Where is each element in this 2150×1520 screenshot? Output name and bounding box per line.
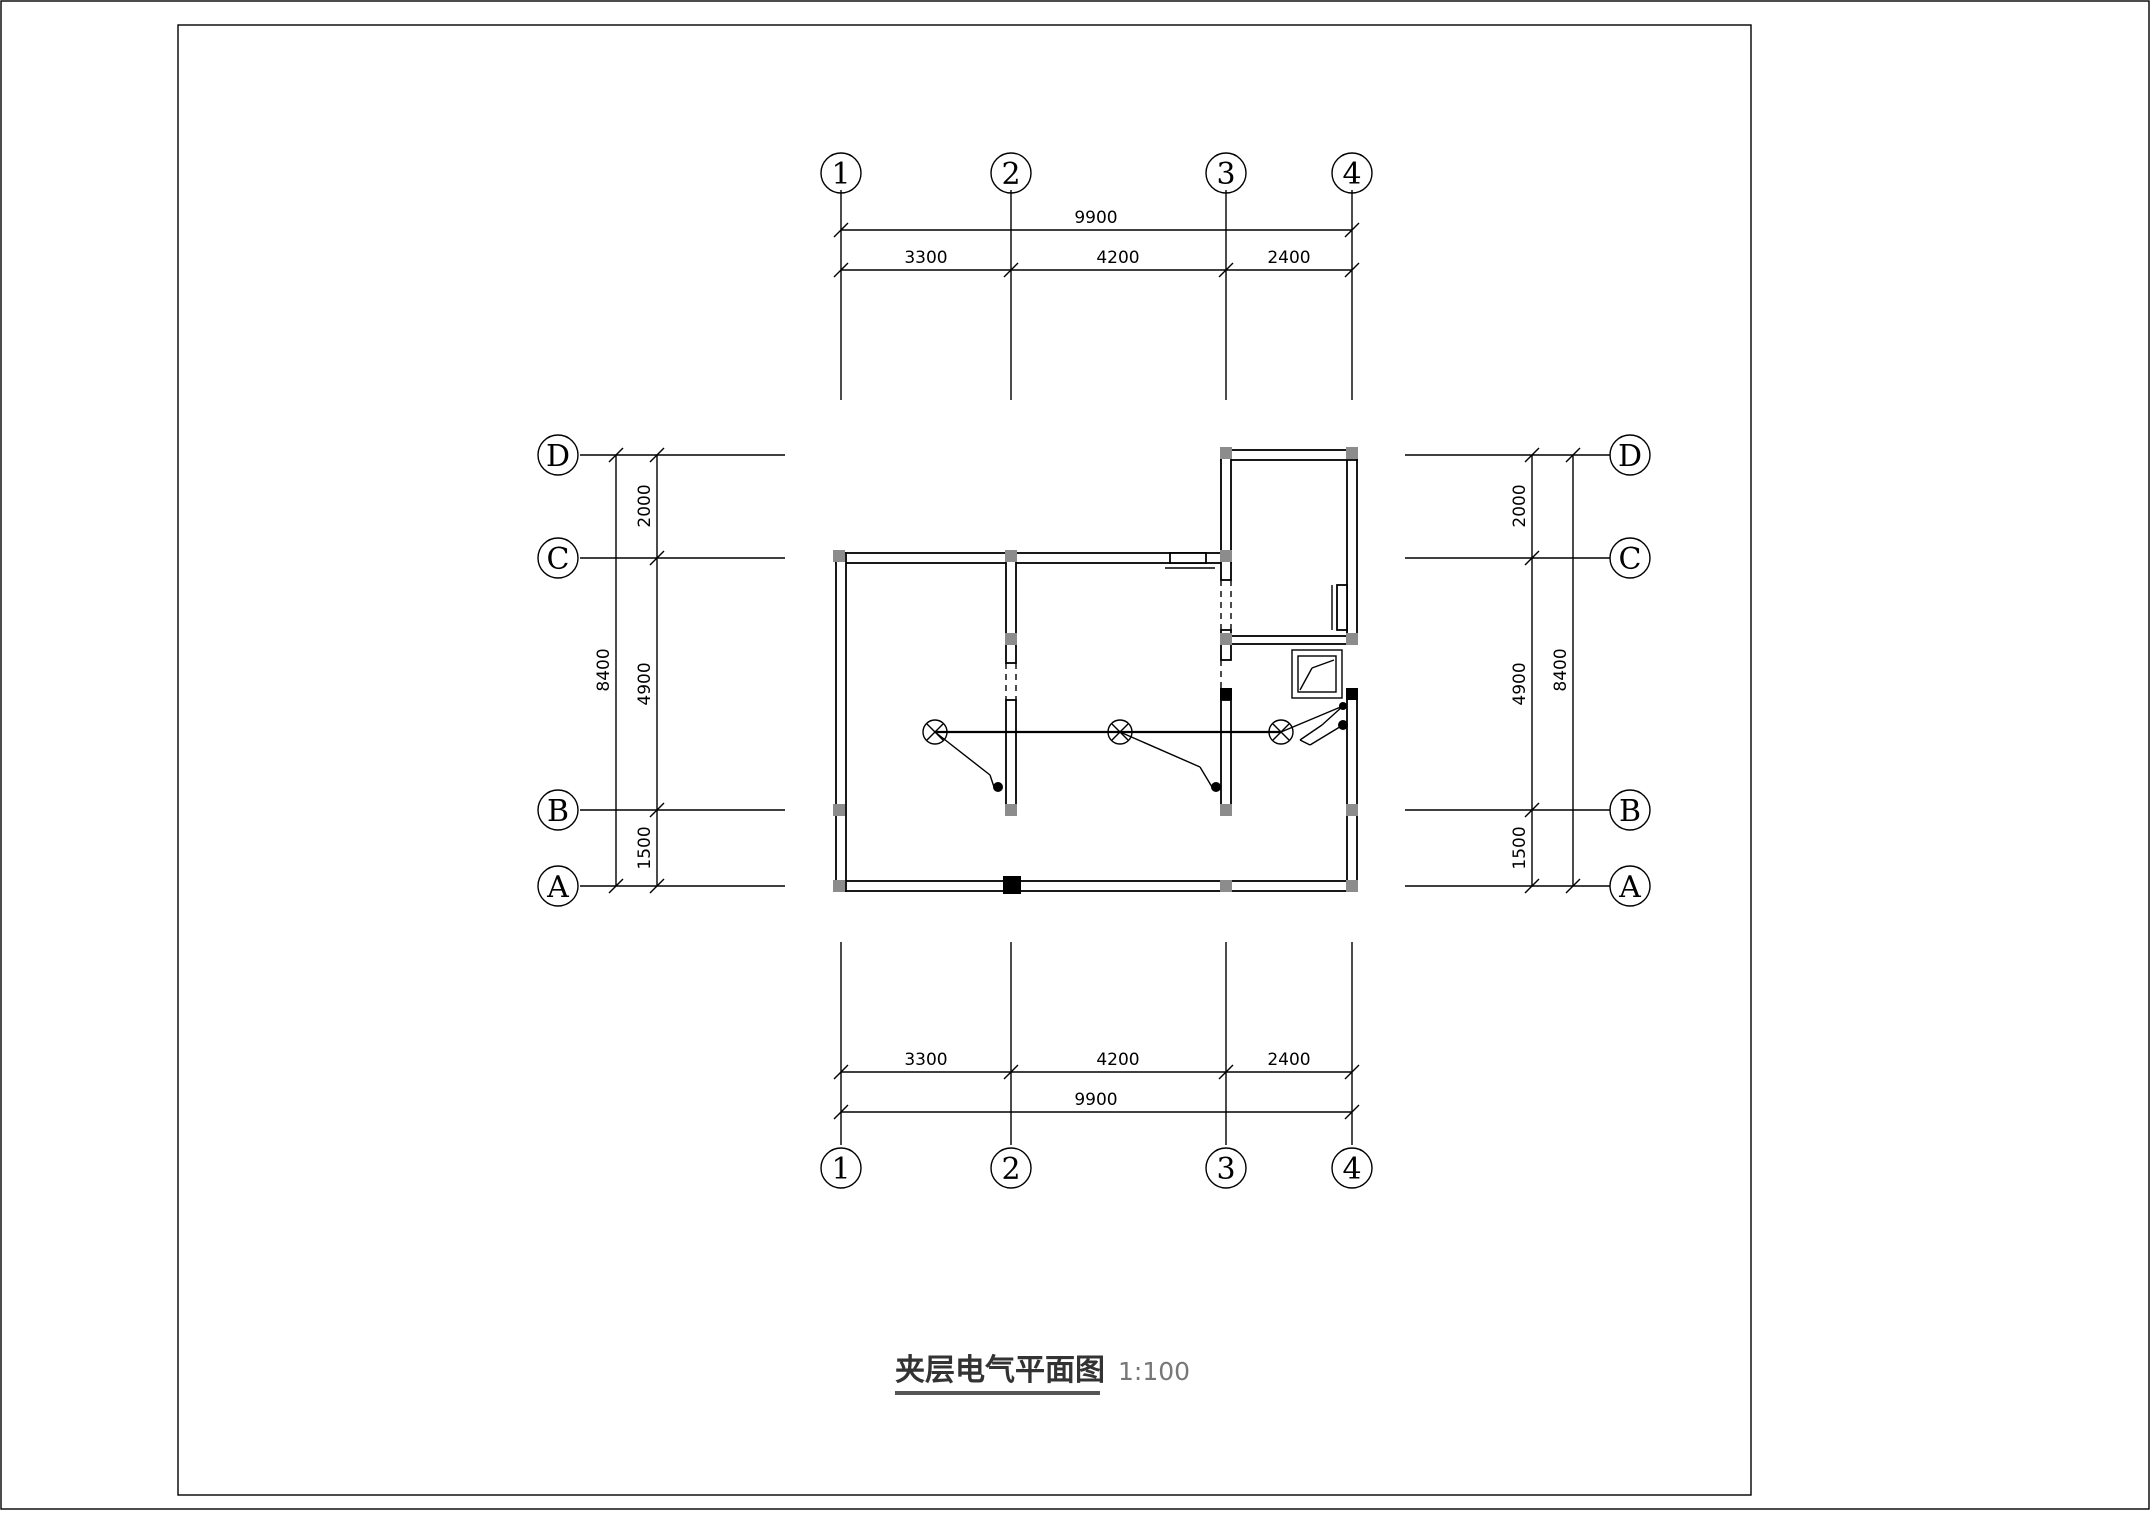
drawing-scale: 1:100 [1118, 1357, 1190, 1386]
dim-top-span-3: 2400 [1267, 248, 1310, 268]
light-fixture-icon [922, 719, 948, 745]
axis-bubble-left-C: C [537, 537, 579, 579]
axis-bubble-right-A: A [1609, 865, 1651, 907]
dim-right-span-1: 1500 [1510, 826, 1530, 869]
svg-text:1: 1 [831, 1152, 850, 1187]
wall-1 [835, 552, 847, 892]
axis-bubble-top-3: 3 [1205, 152, 1247, 194]
dim-right-total: 8400 [1551, 648, 1571, 691]
svg-text:4: 4 [1342, 157, 1361, 192]
axis-bubble-top-4: 4 [1331, 152, 1373, 194]
svg-text:B: B [1619, 794, 1641, 829]
svg-text:A: A [546, 870, 569, 905]
wall-D [1220, 449, 1358, 461]
dim-left-span-1: 1500 [635, 826, 655, 869]
switch-icon [1338, 702, 1348, 730]
dim-left-span-3: 2000 [635, 484, 655, 527]
svg-text:2: 2 [1001, 1152, 1020, 1187]
axis-bubble-bottom-2: 2 [990, 1147, 1032, 1189]
svg-text:1: 1 [831, 157, 850, 192]
dim-bottom-span-2: 4200 [1096, 1050, 1139, 1070]
switch-icon [993, 782, 1003, 792]
wall-3-lower [1220, 699, 1232, 811]
axis-bubble-right-D: D [1609, 434, 1651, 476]
inner-frame [177, 24, 1752, 1496]
dim-bottom-span-1: 3300 [904, 1050, 947, 1070]
switch-icon [1211, 782, 1221, 792]
axis-bubble-left-A: A [537, 865, 579, 907]
svg-text:A: A [1618, 870, 1641, 905]
drawing-title: 夹层电气平面图 [895, 1353, 1105, 1388]
wall-2-lower [1005, 699, 1017, 811]
axis-bubble-top-1: 1 [820, 152, 862, 194]
dim-top-total: 9900 [1074, 208, 1117, 228]
svg-text:2: 2 [1001, 157, 1020, 192]
axis-bubble-right-B: B [1609, 789, 1651, 831]
wiring [934, 705, 1344, 788]
axis-bubble-bottom-1: 1 [820, 1147, 862, 1189]
light-fixture-icon [1107, 719, 1133, 745]
axis-bubble-right-C: C [1609, 537, 1651, 579]
dim-bottom-total: 9900 [1074, 1090, 1117, 1110]
dimension-right [1405, 447, 1610, 894]
light-fixture-icon [1268, 719, 1294, 745]
svg-text:3: 3 [1216, 1152, 1235, 1187]
dimension-left [580, 447, 785, 894]
axis-bubble-left-D: D [537, 434, 579, 476]
axis-bubble-bottom-3: 3 [1205, 1147, 1247, 1189]
wall-4-upper [1346, 449, 1358, 641]
dim-top-span-1: 3300 [904, 248, 947, 268]
dim-left-span-2: 4900 [635, 662, 655, 705]
dim-bottom-span-3: 2400 [1267, 1050, 1310, 1070]
svg-text:D: D [1618, 439, 1642, 474]
walls [835, 449, 1358, 892]
wall-stair-partition [1225, 635, 1353, 645]
axis-bubble-bottom-4: 4 [1331, 1147, 1373, 1189]
svg-text:3: 3 [1216, 157, 1235, 192]
dimension-top [833, 190, 1360, 400]
dimension-bottom [833, 942, 1360, 1145]
dim-right-span-2: 4900 [1510, 662, 1530, 705]
axis-bubble-left-B: B [537, 789, 579, 831]
distribution-box-icon [1291, 649, 1343, 699]
svg-text:C: C [547, 542, 570, 577]
svg-text:B: B [547, 794, 569, 829]
svg-text:D: D [546, 439, 570, 474]
svg-text:C: C [1619, 542, 1642, 577]
columns [833, 447, 1358, 894]
dim-left-total: 8400 [594, 648, 614, 691]
wall-2-upper [1005, 552, 1017, 664]
svg-text:4: 4 [1342, 1152, 1361, 1187]
wall-4-lower [1346, 689, 1358, 892]
wall-A [835, 880, 1358, 892]
dim-top-span-2: 4200 [1096, 248, 1139, 268]
dim-right-span-3: 2000 [1510, 484, 1530, 527]
axis-bubble-top-2: 2 [990, 152, 1032, 194]
